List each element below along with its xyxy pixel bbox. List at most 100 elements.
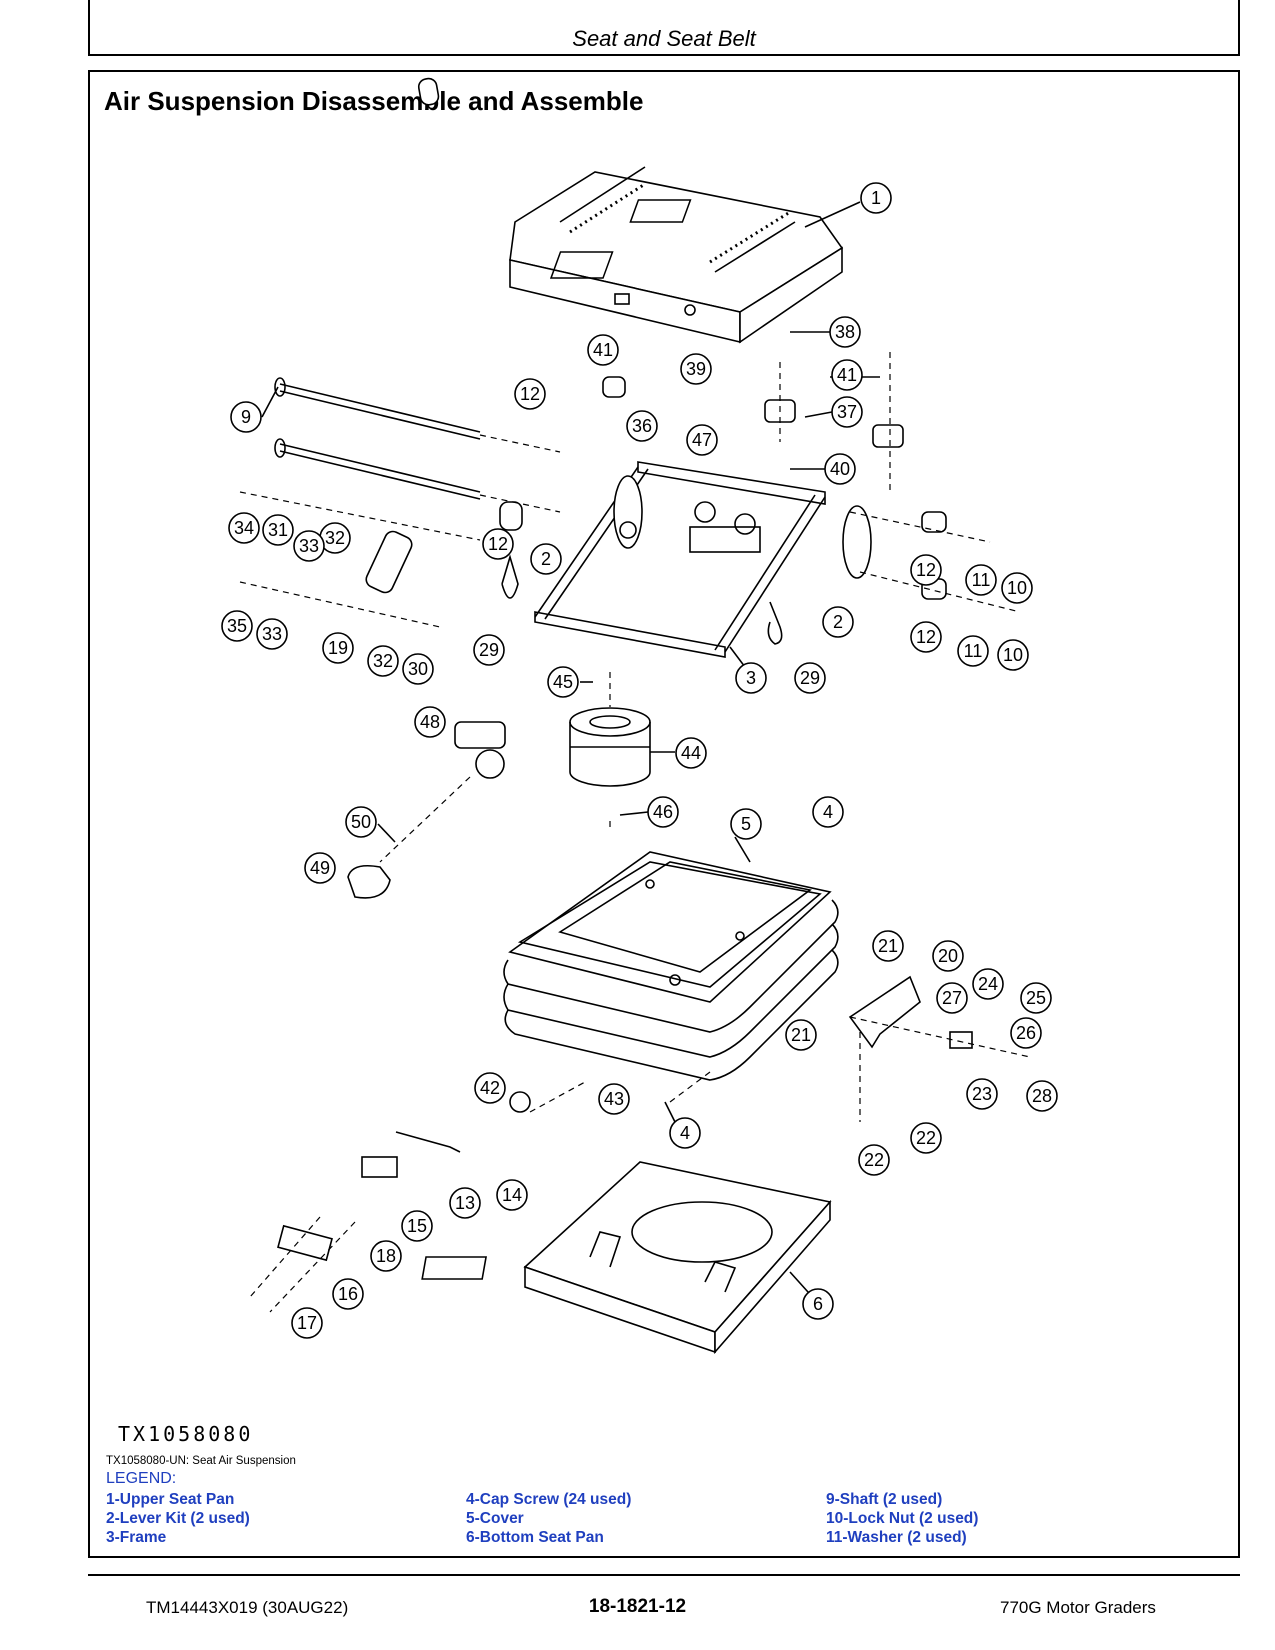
svg-text:23: 23 <box>972 1084 992 1104</box>
footer-product: 770G Motor Graders <box>1000 1598 1156 1617</box>
legend-item: 4-Cap Screw (24 used) <box>466 1491 632 1508</box>
svg-text:44: 44 <box>681 743 701 763</box>
callout: 41 <box>830 359 880 391</box>
callout: 16 <box>332 1278 364 1310</box>
callout: 10 <box>997 639 1029 671</box>
callout: 45 <box>547 666 593 698</box>
callout: 4 <box>812 796 844 828</box>
callout: 33 <box>256 618 288 650</box>
svg-text:28: 28 <box>1032 1086 1052 1106</box>
air-spring-part <box>569 707 651 787</box>
callout: 46 <box>619 796 679 828</box>
bottom-seat-pan-part <box>421 1161 832 1355</box>
callout: 17 <box>291 1307 323 1339</box>
callout: 34 <box>228 512 260 544</box>
svg-text:30: 30 <box>408 659 428 679</box>
svg-text:31: 31 <box>268 520 288 540</box>
svg-text:41: 41 <box>593 340 613 360</box>
frame-part <box>534 461 872 658</box>
svg-text:13: 13 <box>455 1193 475 1213</box>
svg-text:22: 22 <box>916 1128 936 1148</box>
svg-text:4: 4 <box>823 802 833 822</box>
svg-text:17: 17 <box>297 1313 317 1333</box>
svg-text:39: 39 <box>686 359 706 379</box>
callout: 40 <box>790 453 856 485</box>
svg-text:29: 29 <box>479 640 499 660</box>
footer-divider <box>88 1574 1240 1576</box>
callouts: 1 2 2 3 4 4 5 6 9 10 10 11 11 12 12 12 1… <box>221 182 1058 1339</box>
callout: 2 <box>530 543 562 575</box>
svg-text:2: 2 <box>833 612 843 632</box>
svg-text:6: 6 <box>813 1294 823 1314</box>
svg-text:5: 5 <box>741 814 751 834</box>
callout: 32 <box>367 645 399 677</box>
svg-text:33: 33 <box>299 536 319 556</box>
callout: 24 <box>972 968 1004 1000</box>
svg-text:9: 9 <box>241 407 251 427</box>
svg-text:45: 45 <box>553 672 573 692</box>
svg-text:26: 26 <box>1016 1023 1036 1043</box>
legend-item: 6-Bottom Seat Pan <box>466 1529 604 1546</box>
svg-text:41: 41 <box>837 365 857 385</box>
header-title: Seat and Seat Belt <box>572 26 756 51</box>
svg-text:18: 18 <box>376 1246 396 1266</box>
svg-text:32: 32 <box>325 528 345 548</box>
callout: 1 <box>804 182 892 228</box>
svg-text:12: 12 <box>520 384 540 404</box>
callout: 30 <box>402 653 434 685</box>
figure-caption: TX1058080-UN: Seat Air Suspension <box>106 1455 296 1467</box>
callout: 10 <box>1001 572 1033 604</box>
svg-text:11: 11 <box>964 641 983 661</box>
callout: 33 <box>293 530 325 562</box>
shaft-parts <box>274 377 481 500</box>
svg-text:10: 10 <box>1007 578 1027 598</box>
svg-text:1: 1 <box>871 188 881 208</box>
legend-item: 1-Upper Seat Pan <box>106 1491 235 1508</box>
svg-text:19: 19 <box>328 638 348 658</box>
callout: 31 <box>262 514 294 546</box>
legend-item: 9-Shaft (2 used) <box>826 1491 943 1508</box>
svg-text:2: 2 <box>541 549 551 569</box>
svg-text:32: 32 <box>373 651 393 671</box>
svg-text:50: 50 <box>351 812 371 832</box>
callout: 32 <box>319 522 351 554</box>
svg-text:40: 40 <box>830 459 850 479</box>
callout: 36 <box>626 410 658 442</box>
svg-text:46: 46 <box>653 802 673 822</box>
callout: 50 <box>345 806 396 843</box>
section-title: Air Suspension Disassemble and Assemble <box>104 86 644 116</box>
svg-text:25: 25 <box>1026 988 1046 1008</box>
legend-item: 3-Frame <box>106 1529 167 1546</box>
page-header: Seat and Seat Belt <box>88 0 1240 56</box>
callout: 22 <box>910 1122 942 1154</box>
callout: 49 <box>304 852 336 884</box>
callout: 5 <box>730 808 762 863</box>
assembly-lines <box>239 352 1031 1313</box>
svg-text:42: 42 <box>480 1078 500 1098</box>
svg-text:21: 21 <box>878 936 898 956</box>
svg-text:4: 4 <box>680 1123 690 1143</box>
svg-text:43: 43 <box>604 1089 624 1109</box>
callout: 19 <box>322 632 354 664</box>
figure-id: TX1058080 <box>118 1422 254 1446</box>
callout: 11 <box>965 564 997 596</box>
callout: 14 <box>496 1179 528 1211</box>
footer-page-number: 18-1821-12 <box>588 1596 687 1617</box>
callout: 3 <box>729 646 767 694</box>
callout: 41 <box>587 334 619 366</box>
callout: 4 <box>664 1101 701 1149</box>
svg-text:12: 12 <box>488 534 508 554</box>
callout: 35 <box>221 610 253 642</box>
svg-text:37: 37 <box>837 402 857 422</box>
callout: 37 <box>804 396 863 428</box>
callout: 47 <box>686 424 718 456</box>
callout: 28 <box>1026 1080 1058 1112</box>
legend-column-2: 4-Cap Screw (24 used) 5-Cover 6-Bottom S… <box>466 1490 631 1547</box>
svg-text:49: 49 <box>310 858 330 878</box>
cover-part <box>503 851 839 1081</box>
callout: 11 <box>957 635 989 667</box>
callout: 22 <box>858 1144 890 1176</box>
callout: 6 <box>789 1271 834 1320</box>
callout: 18 <box>370 1240 402 1272</box>
callout: 39 <box>680 353 712 385</box>
